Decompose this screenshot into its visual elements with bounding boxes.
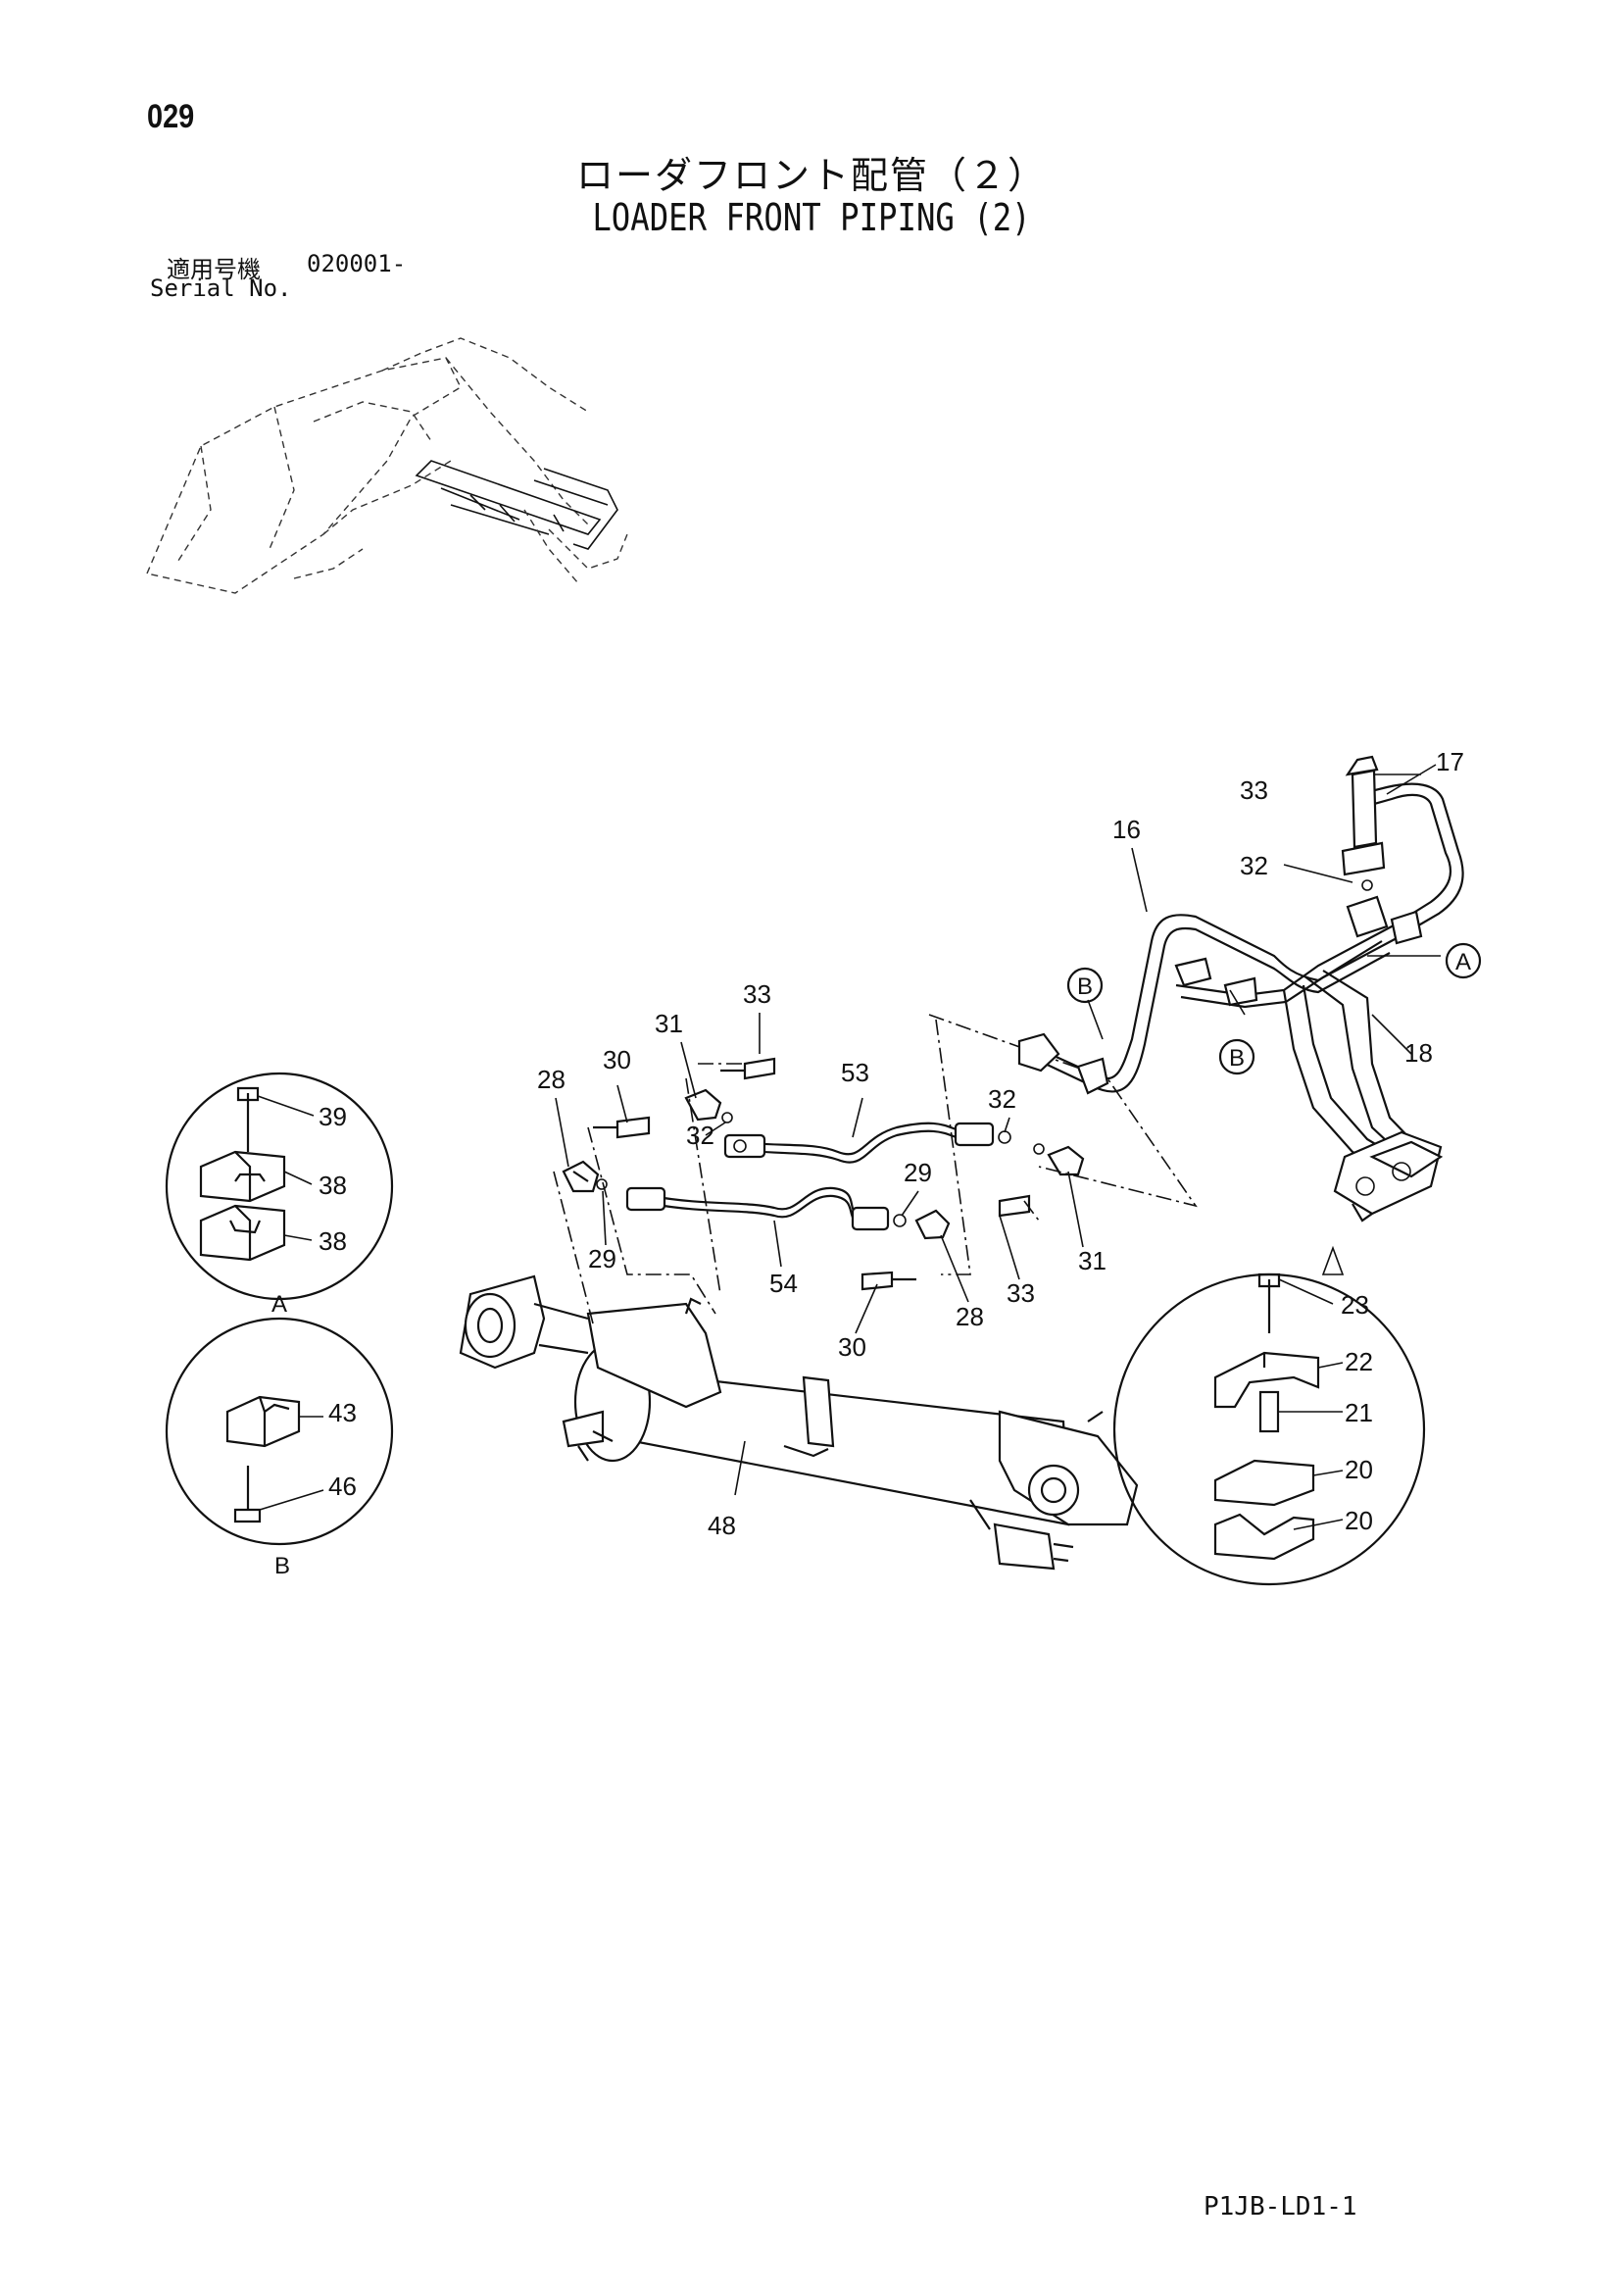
part-label-54: 54 [769,1269,798,1298]
serial-number-value: 020001- [307,250,407,277]
callout-marker-b-1-text: B [1077,973,1093,1000]
page-number: 029 [147,98,195,135]
detail-view-clamp [1112,1273,1426,1586]
part-label-32-left: 32 [686,1121,714,1150]
part-label-28-left: 28 [537,1065,566,1094]
part-label-32-mid: 32 [988,1084,1016,1114]
page-title-japanese: ローダフロント配管（２） [575,154,1047,197]
part-label-30-left: 30 [603,1045,631,1074]
part-label-28-right: 28 [956,1302,984,1331]
detail-view-b [165,1317,394,1546]
callout-marker-a-text: A [1455,949,1471,975]
part-label-30-right: 30 [838,1332,866,1362]
part-label-22: 22 [1345,1347,1373,1376]
part-label-16: 16 [1112,815,1141,844]
part-label-18: 18 [1404,1038,1433,1068]
part-number-labels: 17 33 16 32 18 33 31 53 30 28 32 32 29 2… [319,747,1464,1540]
part-label-23: 23 [1341,1290,1369,1320]
part-label-38-lower: 38 [319,1226,347,1256]
part-label-33-left: 33 [743,979,771,1009]
page-title-english: LOADER FRONT PIPING (2) [592,196,1031,239]
callout-marker-a [1445,942,1482,979]
part-label-33-top: 33 [1240,775,1268,805]
part-label-32-top: 32 [1240,851,1268,880]
part-label-31-right: 31 [1078,1246,1107,1275]
part-label-38-upper: 38 [319,1171,347,1200]
serial-label-japanese: 適用号機 [167,256,261,283]
callout-marker-b-2 [1218,1038,1255,1075]
fittings [562,1057,1085,1291]
part-label-17: 17 [1436,747,1464,776]
detail-view-a-caption: A [271,1291,287,1318]
part-label-31-left: 31 [655,1009,683,1038]
callout-marker-b-1 [1066,967,1104,1004]
part-label-46: 46 [328,1472,357,1501]
part-label-21: 21 [1345,1398,1373,1427]
hoses [625,1122,1011,1231]
detail-view-b-caption: B [274,1553,290,1579]
part-label-29-right: 29 [904,1158,932,1187]
steel-pipes [1017,755,1464,1223]
leader-lines [555,764,1441,1496]
part-label-33-right: 33 [1007,1278,1035,1308]
hydraulic-cylinder [459,1274,1139,1571]
serial-label-english: Serial No. [150,275,292,302]
detail-view-a [165,1072,394,1301]
part-label-20-lower: 20 [1345,1506,1373,1535]
callout-marker-b-2-text: B [1229,1045,1245,1072]
part-label-20-upper: 20 [1345,1455,1373,1484]
part-label-48: 48 [708,1511,736,1540]
part-label-43: 43 [328,1398,357,1427]
callout-markers: A B B [1066,942,1482,1075]
loader-overview-sketch [146,337,628,594]
part-label-53: 53 [841,1058,869,1087]
drawing-code: P1JB-LD1-1 [1204,2192,1357,2221]
part-label-29-left: 29 [588,1244,616,1273]
part-label-39: 39 [319,1102,347,1131]
